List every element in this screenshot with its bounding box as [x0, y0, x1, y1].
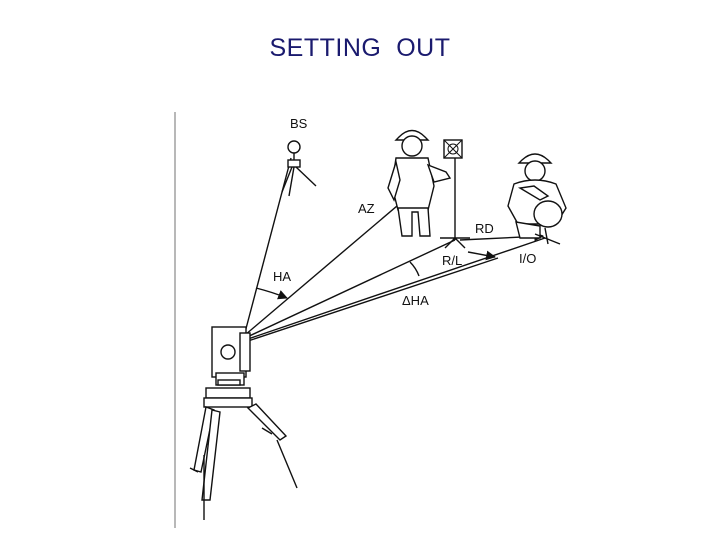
- label-rd: RD: [475, 221, 494, 236]
- slide-title: SETTING OUT: [269, 34, 451, 62]
- label-delta-ha: ΔHA: [402, 293, 429, 308]
- ha-angle-arc: [255, 287, 288, 300]
- label-ha: HA: [273, 269, 292, 284]
- kneeling-surveyor-icon: [507, 153, 567, 245]
- rl-arrow: [467, 250, 496, 261]
- label-bs: BS: [290, 116, 308, 131]
- total-station-icon: [189, 326, 298, 520]
- label-io: I/O: [519, 251, 537, 266]
- rl-angle-arc: [409, 261, 420, 277]
- label-az: AZ: [358, 201, 375, 216]
- backsight-prism-icon: [281, 140, 317, 197]
- standing-surveyor-icon: [387, 129, 470, 249]
- label-rl: R/L: [442, 253, 463, 268]
